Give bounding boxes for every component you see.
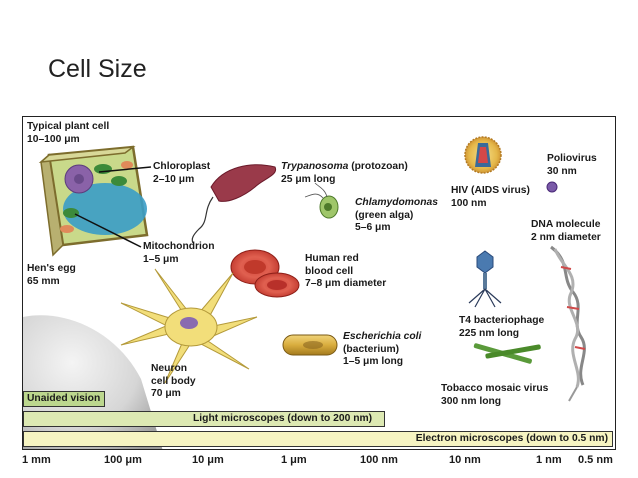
plant-cell-label: Typical plant cell 10–100 μm <box>27 121 109 146</box>
trypanosoma-kind: (protozoan) <box>348 161 408 172</box>
hens-egg-shape <box>23 315 163 449</box>
red-blood-cell-name-line1: Human red <box>305 253 359 264</box>
light-microscope-label: Light microscopes (down to 200 nm) <box>193 413 373 424</box>
hiv-name: HIV (AIDS virus) <box>451 185 530 196</box>
trypanosoma-size: 25 μm long <box>281 173 336 185</box>
hens-egg-name: Hen's egg <box>27 263 76 274</box>
poliovirus-size: 30 nm <box>547 165 577 177</box>
neuron-name-line2: cell body <box>151 375 196 387</box>
unaided-vision-label: Unaided vision <box>27 393 101 404</box>
chloroplast-name: Chloroplast <box>153 161 211 172</box>
poliovirus-art <box>546 181 558 193</box>
red-blood-cell-label: Human red blood cell 7–8 μm diameter <box>305 253 386 291</box>
ecoli-label: Escherichia coli (bacterium) 1–5 μm long <box>343 331 421 369</box>
ecoli-kind: (bacterium) <box>343 343 400 355</box>
plant-cell-art <box>38 145 149 257</box>
plant-cell-name: Typical plant cell <box>27 121 110 132</box>
t4-bacteriophage-name: T4 bacteriophage <box>459 315 545 326</box>
chlamydomonas-name: Chlamydomonas <box>355 197 438 208</box>
poliovirus-label: Poliovirus 30 nm <box>547 153 597 178</box>
red-blood-cell-size: 7–8 μm diameter <box>305 278 387 289</box>
tobacco-mosaic-virus-art <box>473 343 541 364</box>
light-microscope-bar: Light microscopes (down to 200 nm) <box>23 411 385 427</box>
hiv-label: HIV (AIDS virus) 100 nm <box>451 185 530 210</box>
scale-tick-0-5nm: 0.5 nm <box>578 454 613 466</box>
hens-egg-label: Hen's egg 65 mm <box>27 263 76 288</box>
dna-molecule-label: DNA molecule 2 nm diameter <box>531 219 601 244</box>
tobacco-mosaic-virus-name: Tobacco mosaic virus <box>441 383 549 394</box>
hiv-size: 100 nm <box>451 197 487 209</box>
scale-tick-100nm: 100 nm <box>360 454 398 466</box>
scale-tick-100um: 100 μm <box>104 454 142 466</box>
chlamydomonas-kind: (green alga) <box>355 209 414 221</box>
slide-title: Cell Size <box>48 55 147 83</box>
dna-molecule-size: 2 nm diameter <box>531 231 601 243</box>
ecoli-name: Escherichia coli <box>343 331 422 342</box>
trypanosoma-label: Trypanosoma (protozoan) 25 μm long <box>281 161 408 186</box>
trypanosoma-name: Trypanosoma <box>281 161 349 172</box>
unaided-vision-bar: Unaided vision <box>23 391 105 407</box>
dna-molecule-art <box>550 245 586 388</box>
trypanosoma-art <box>210 164 277 202</box>
chloroplast-size: 2–10 μm <box>153 173 195 185</box>
t4-bacteriophage-label: T4 bacteriophage 225 nm long <box>459 315 544 340</box>
scale-tick-1um: 1 μm <box>281 454 307 466</box>
scale-tick-1nm: 1 nm <box>536 454 562 466</box>
ecoli-size: 1–5 μm long <box>343 356 404 367</box>
mitochondrion-name: Mitochondrion <box>143 241 215 252</box>
mitochondrion-label: Mitochondrion 1–5 μm <box>143 241 215 266</box>
plant-cell-size: 10–100 μm <box>27 133 80 145</box>
mitochondrion-size: 1–5 μm <box>143 253 179 265</box>
neuron-name-line1: Neuron <box>151 363 188 374</box>
chloroplast-label: Chloroplast 2–10 μm <box>153 161 210 186</box>
dna-molecule-name: DNA molecule <box>531 219 601 230</box>
hens-egg-size: 65 mm <box>27 275 60 287</box>
red-blood-cell-name-line2: blood cell <box>305 265 354 277</box>
chlamydomonas-label: Chlamydomonas (green alga) 5–6 μm <box>355 197 438 235</box>
t4-bacteriophage-art <box>468 250 502 308</box>
t4-bacteriophage-size: 225 nm long <box>459 327 520 339</box>
neuron-label: Neuron cell body 70 μm <box>151 363 196 401</box>
scale-tick-10um: 10 μm <box>192 454 224 466</box>
electron-microscope-label: Electron microscopes (down to 0.5 nm) <box>415 433 608 444</box>
electron-microscope-bar: Electron microscopes (down to 0.5 nm) <box>23 431 613 447</box>
tobacco-mosaic-virus-size: 300 nm long <box>441 395 502 407</box>
neuron-size: 70 μm <box>151 388 181 399</box>
cell-size-figure: Typical plant cell 10–100 μm Chloroplast… <box>22 116 616 450</box>
scale-tick-10nm: 10 nm <box>449 454 481 466</box>
scale-tick-1mm: 1 mm <box>22 454 51 466</box>
chlamydomonas-size: 5–6 μm <box>355 222 391 233</box>
poliovirus-name: Poliovirus <box>547 153 597 164</box>
tobacco-mosaic-virus-label: Tobacco mosaic virus 300 nm long <box>441 383 548 408</box>
